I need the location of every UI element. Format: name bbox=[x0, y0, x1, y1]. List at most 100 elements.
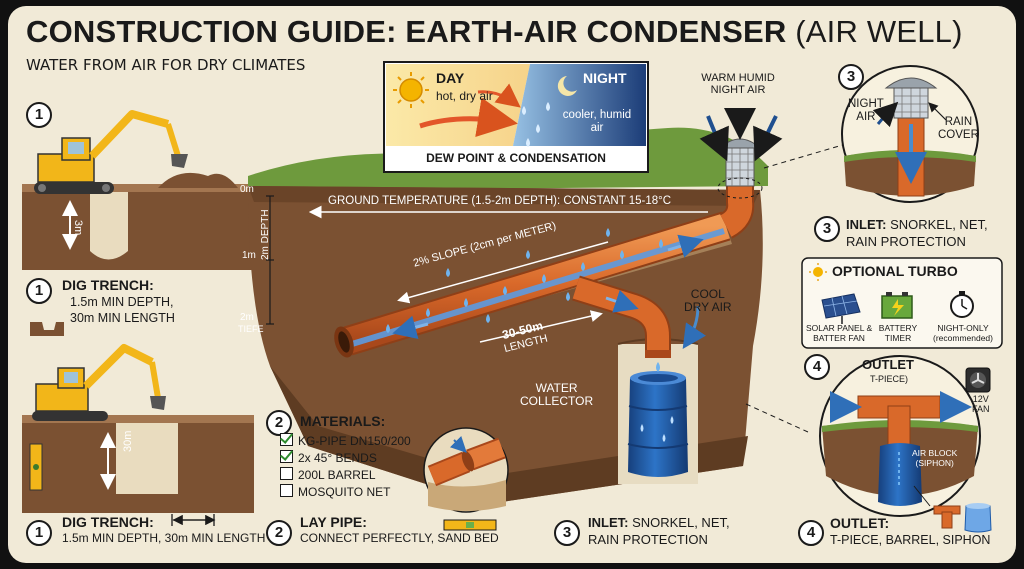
excavator-bottom-scene bbox=[22, 344, 254, 513]
small-barrel-icon bbox=[964, 503, 992, 533]
collector-line2: COLLECTOR bbox=[520, 394, 594, 409]
inlet-air-arrows bbox=[699, 108, 783, 162]
night-text-line2: air bbox=[590, 121, 604, 134]
depth-tick-2: 2m bbox=[240, 312, 254, 323]
rain-cover-line1: RAIN bbox=[944, 116, 973, 128]
day-text: hot, dry air bbox=[436, 89, 493, 103]
material-item: KG-PIPE DN150/200 bbox=[280, 433, 411, 450]
step4-badge-bottom: 4 bbox=[798, 520, 824, 546]
solar-panel-icon bbox=[821, 293, 861, 324]
leader-outlet bbox=[745, 403, 809, 433]
step3-bottom-line2: RAIN PROTECTION bbox=[588, 532, 708, 547]
step1-badge-mid: 1 bbox=[26, 278, 52, 304]
pipe-joint-illustration bbox=[423, 427, 509, 513]
step3-right-title-rest: SNORKEL, NET, bbox=[890, 217, 988, 232]
page-subtitle: WATER FROM AIR FOR DRY CLIMATES bbox=[26, 56, 306, 74]
length-arrow bbox=[479, 310, 603, 343]
airblock-label: AIR BLOCK (SIPHON) bbox=[912, 448, 958, 468]
airblock-line1: AIR BLOCK bbox=[912, 448, 958, 458]
step4-bottom-title: OUTLET: bbox=[830, 515, 890, 531]
siphon-leader bbox=[913, 485, 931, 507]
step3-right-line2: RAIN PROTECTION bbox=[846, 234, 966, 249]
excavator-top-scene bbox=[22, 110, 254, 270]
checkbox-icon bbox=[280, 450, 293, 463]
depth-tick-1: 1m bbox=[242, 250, 256, 261]
step3-right-title-bold: INLET: bbox=[846, 217, 887, 232]
turbo-item-night-line1: NIGHT-ONLY bbox=[937, 323, 989, 333]
materials-title: MATERIALS: bbox=[300, 413, 386, 429]
title-light: (AIR WELL) bbox=[795, 14, 963, 49]
fan-icon bbox=[965, 367, 991, 393]
step2-bottom-text: CONNECT PERFECTLY, SAND BED bbox=[300, 531, 499, 545]
turbo-item-solar: SOLAR PANEL & BATTER FAN bbox=[806, 323, 873, 343]
width-indicator bbox=[171, 514, 216, 526]
trench-icon bbox=[30, 322, 64, 336]
step1-small-line2: 30m MIN LENGTH bbox=[70, 311, 175, 325]
page-title: CONSTRUCTION GUIDE: EARTH-AIR CONDENSER … bbox=[26, 14, 963, 50]
depth-tick-0: 0m bbox=[240, 184, 254, 195]
step3-bottom-title-bold: INLET: bbox=[588, 515, 629, 530]
outlet-sub: T-PIECE) bbox=[870, 374, 909, 384]
night-air-label: NIGHT AIR bbox=[848, 98, 884, 124]
slope-arrow bbox=[397, 241, 609, 304]
cool-air-line1: COOL bbox=[690, 287, 725, 301]
turbo-item-solar-line1: SOLAR PANEL & bbox=[806, 323, 873, 333]
step3-right-title: INLET: SNORKEL, NET, bbox=[846, 217, 988, 233]
warm-air-label: WARM HUMID NIGHT AIR bbox=[690, 72, 786, 97]
step1-small-line1: 1.5m MIN DEPTH, bbox=[70, 295, 174, 309]
night-text-line1: cooler, humid bbox=[562, 109, 632, 121]
turbo-item-solar-line2: BATTER FAN bbox=[813, 332, 865, 343]
step4-bottom-text: T-PIECE, BARREL, SIPHON bbox=[830, 533, 991, 547]
material-label: 200L BARREL bbox=[298, 468, 376, 482]
checkbox-icon bbox=[280, 433, 293, 446]
tiefe-label: TIEFE bbox=[238, 324, 264, 334]
material-label: KG-PIPE DN150/200 bbox=[298, 434, 411, 448]
step1-small-title: DIG TRENCH: bbox=[62, 277, 154, 293]
pipe-flow-arrows bbox=[392, 234, 704, 339]
rain-cover-line2: COVER bbox=[938, 128, 979, 141]
turbo-item-battery-line1: BATTERY bbox=[878, 323, 918, 333]
tee-icon bbox=[933, 505, 961, 529]
collector-line1: WATER bbox=[535, 381, 578, 395]
fan-label-line1: 12V bbox=[972, 394, 989, 404]
airblock-line2: (SIPHON) bbox=[915, 457, 954, 468]
material-label: MOSQUITO NET bbox=[298, 485, 391, 499]
material-item: 2x 45° BENDS bbox=[280, 450, 411, 467]
night-title: NIGHT bbox=[583, 70, 627, 86]
step3-bottom-title-rest: SNORKEL, NET, bbox=[632, 515, 730, 530]
depth-marker-3m: 3m bbox=[72, 220, 84, 236]
timer-icon bbox=[950, 291, 974, 318]
cool-air-label: COOL DRY AIR bbox=[684, 287, 732, 315]
warm-air-line1: WARM HUMID bbox=[701, 72, 775, 84]
condensation-droplets bbox=[386, 228, 663, 333]
poster: CONSTRUCTION GUIDE: EARTH-AIR CONDENSER … bbox=[8, 6, 1016, 563]
moon-icon bbox=[557, 76, 577, 96]
material-label: 2x 45° BENDS bbox=[298, 451, 377, 465]
material-item: MOSQUITO NET bbox=[280, 484, 411, 501]
depth-marker-30m: 30m bbox=[122, 430, 134, 452]
outlet-title: OUTLET bbox=[862, 357, 914, 372]
materials-list: KG-PIPE DN150/200 2x 45° BENDS 200L BARR… bbox=[280, 433, 411, 501]
inlet-detail-circle bbox=[841, 65, 979, 203]
turbo-item-night: NIGHT-ONLY (recommended) bbox=[928, 323, 998, 343]
turbo-item-battery-line2: TIMER bbox=[884, 332, 912, 343]
step3-badge-circle: 3 bbox=[838, 64, 864, 90]
depth-axis-label: 2m DEPTH bbox=[260, 209, 271, 260]
sun-icon bbox=[393, 72, 429, 108]
step3-badge-bottom: 3 bbox=[554, 520, 580, 546]
step1-bottom-title: DIG TRENCH: bbox=[62, 514, 154, 530]
night-air-line1: NIGHT bbox=[848, 98, 884, 110]
step3-badge-right: 3 bbox=[814, 216, 840, 242]
turbo-sun-icon bbox=[809, 263, 827, 281]
cool-air-line2: DRY AIR bbox=[684, 300, 732, 315]
warm-air-line2: NIGHT AIR bbox=[710, 84, 766, 97]
step3-bottom-title: INLET: SNORKEL, NET, bbox=[588, 515, 730, 531]
turbo-title: OPTIONAL TURBO bbox=[832, 263, 958, 279]
cool-air-arrow bbox=[682, 305, 706, 349]
fan-label-line2: FAN bbox=[972, 404, 990, 415]
depth-ruler bbox=[266, 195, 274, 325]
step2-badge-bottom: 2 bbox=[266, 520, 292, 546]
turbo-panel bbox=[801, 257, 1003, 349]
step1-badge-bottom: 1 bbox=[26, 520, 52, 546]
